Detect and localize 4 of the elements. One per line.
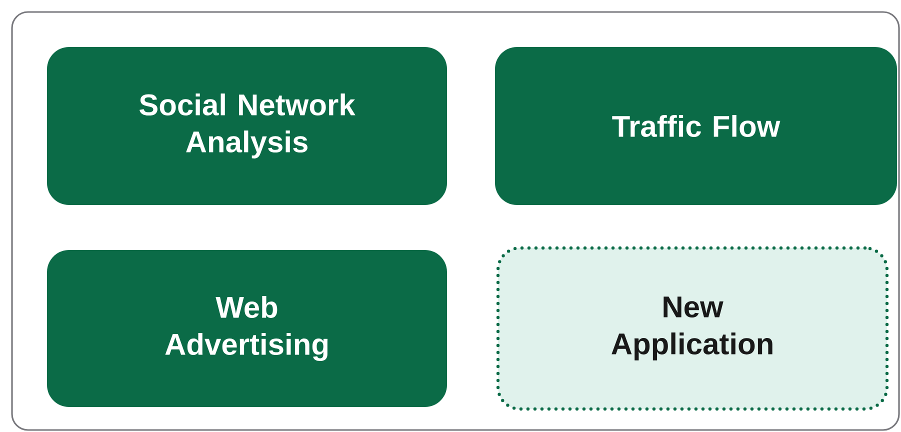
application-box: Traffic Flow <box>495 47 897 205</box>
placeholder-box: New Application <box>496 246 889 411</box>
application-box: Social Network Analysis <box>47 47 447 205</box>
application-box: Web Advertising <box>47 250 447 407</box>
